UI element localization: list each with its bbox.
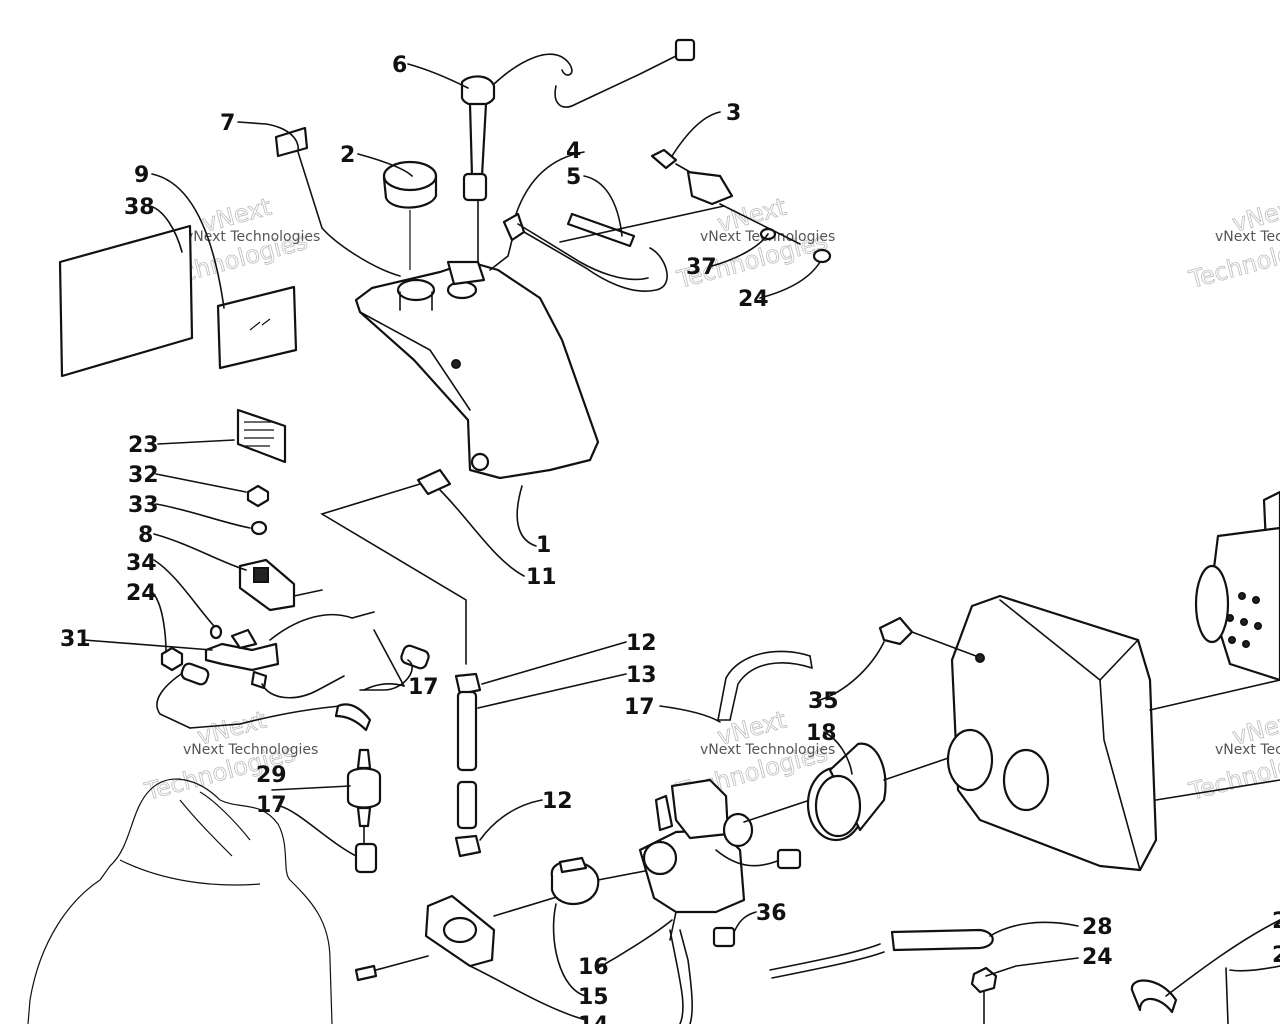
oil-tank-part bbox=[354, 260, 600, 480]
callout-18: 18 bbox=[806, 721, 837, 746]
callout-11: 11 bbox=[526, 565, 557, 590]
callout-13: 13 bbox=[626, 663, 657, 688]
callout-2-partial: 2 bbox=[1272, 909, 1280, 934]
oil-level-sensor-part bbox=[460, 38, 696, 263]
callout-6: 6 bbox=[392, 53, 407, 78]
watermark-text: vNext Technologies bbox=[700, 742, 835, 758]
callout-4: 4 bbox=[566, 139, 581, 164]
callout-23: 23 bbox=[128, 433, 159, 458]
watermark-text: vNext Technologies bbox=[183, 742, 318, 758]
shutoff-valve-part bbox=[204, 628, 345, 699]
callout-1: 1 bbox=[536, 533, 551, 558]
leader-lines bbox=[83, 63, 1280, 1021]
callout-17: 17 bbox=[624, 695, 655, 720]
vent-hose-28-part bbox=[769, 928, 994, 979]
callout-12: 12 bbox=[626, 631, 657, 656]
intake-flange-part bbox=[354, 889, 581, 982]
air-silencer-part bbox=[946, 594, 1280, 872]
callout-32: 32 bbox=[128, 463, 159, 488]
watermark-text: vNext Technologies bbox=[1215, 742, 1280, 758]
callout-3: 3 bbox=[726, 101, 741, 126]
strap-part bbox=[1130, 979, 1178, 1014]
fuel-hose-part bbox=[156, 611, 430, 732]
callout-35: 35 bbox=[808, 689, 839, 714]
fuel-filter-part bbox=[346, 748, 382, 874]
carb-lines-part bbox=[669, 926, 736, 1024]
callout-7: 7 bbox=[220, 111, 235, 136]
callout-9: 9 bbox=[134, 163, 149, 188]
callout-37: 37 bbox=[686, 255, 717, 280]
callout-8: 8 bbox=[138, 523, 153, 548]
watermark-text: vNext Technologies bbox=[1215, 229, 1280, 245]
mount-bolt-part bbox=[559, 148, 832, 264]
callout-12: 12 bbox=[542, 789, 573, 814]
callout-16: 16 bbox=[578, 955, 609, 980]
carburetor-part bbox=[638, 778, 811, 941]
decal-23-part bbox=[236, 408, 287, 464]
perforated-tube-part bbox=[1194, 526, 1280, 682]
callout-24: 24 bbox=[126, 581, 157, 606]
watermark-text: vNext Technologies bbox=[185, 229, 320, 245]
decal-9-part bbox=[216, 285, 298, 370]
filler-cap-part bbox=[382, 160, 438, 270]
callout-2-partial: 2 bbox=[1272, 943, 1280, 968]
bracket-8-part bbox=[238, 558, 323, 612]
callout-24: 24 bbox=[738, 287, 769, 312]
callout-labels: 6 7 2 9 38 4 5 3 37 24 23 32 33 8 34 24 … bbox=[60, 53, 1280, 1024]
decal-7-part bbox=[274, 126, 309, 158]
drain-hose-part bbox=[717, 650, 813, 721]
nut-24-part bbox=[970, 966, 998, 1024]
pin-part bbox=[1225, 967, 1229, 1024]
callout-36: 36 bbox=[756, 901, 787, 926]
vent-line-part bbox=[517, 212, 668, 292]
oil-line-part bbox=[320, 468, 482, 858]
callout-33: 33 bbox=[128, 493, 159, 518]
callout-38: 38 bbox=[124, 195, 155, 220]
clamp-part bbox=[550, 856, 651, 906]
elbow-fitting-part bbox=[489, 212, 526, 271]
engine-outline-part bbox=[27, 778, 333, 1024]
intake-boot-part bbox=[806, 742, 961, 842]
callout-14: 14 bbox=[578, 1013, 609, 1024]
washer-parts bbox=[246, 484, 270, 536]
callout-5: 5 bbox=[566, 165, 581, 190]
callout-34: 34 bbox=[126, 551, 157, 576]
clip-part bbox=[878, 616, 977, 657]
callout-29: 29 bbox=[256, 763, 287, 788]
callout-15: 15 bbox=[578, 985, 609, 1010]
callout-31: 31 bbox=[60, 627, 91, 652]
callout-24: 24 bbox=[1082, 945, 1113, 970]
callout-28: 28 bbox=[1082, 915, 1113, 940]
nut-parts bbox=[160, 624, 223, 672]
decal-38-part bbox=[58, 224, 194, 378]
callout-17: 17 bbox=[256, 793, 287, 818]
callout-17: 17 bbox=[408, 675, 439, 700]
callout-2: 2 bbox=[340, 143, 355, 168]
